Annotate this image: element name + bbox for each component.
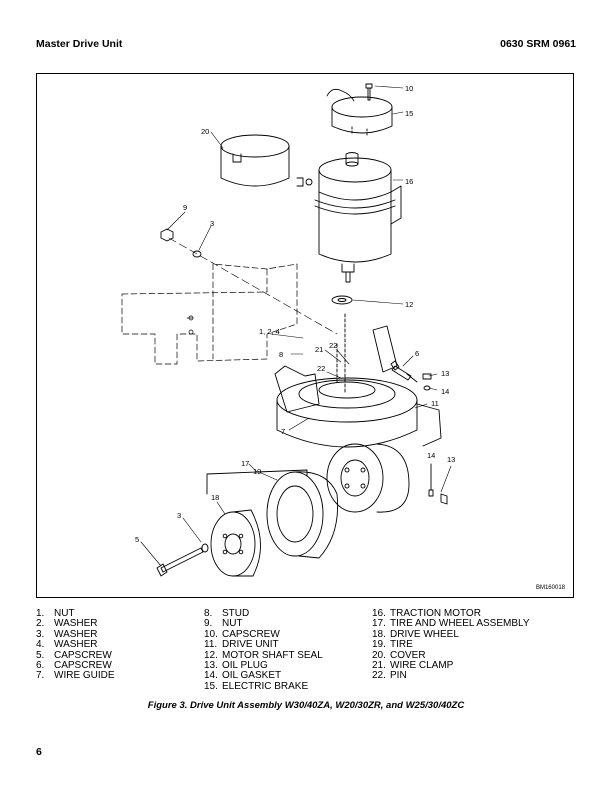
callout-label: 15 bbox=[405, 109, 413, 118]
legend-item: 10.CAPSCREW bbox=[204, 628, 280, 640]
oil-gasket-part bbox=[428, 463, 448, 505]
tire-part bbox=[266, 471, 339, 559]
legend-column-3: 16.TRACTION MOTOR 17.TIRE AND WHEEL ASSE… bbox=[372, 608, 530, 682]
electric-brake-part bbox=[326, 88, 393, 138]
legend-item: 20.COVER bbox=[372, 649, 426, 661]
mounting-bracket-part bbox=[121, 263, 298, 365]
callout-label: 19 bbox=[253, 467, 261, 476]
legend-item: 8.STUD bbox=[204, 608, 250, 619]
callout-label: 18 bbox=[211, 493, 219, 502]
callout-label: 20 bbox=[201, 127, 209, 136]
legend-item: 12.MOTOR SHAFT SEAL bbox=[204, 649, 323, 661]
legend-item: 11.DRIVE UNIT bbox=[204, 639, 279, 651]
callout-label: 22 bbox=[329, 341, 337, 350]
callout-label: 3 bbox=[210, 219, 214, 228]
legend-item: 6.CAPSCREW bbox=[36, 660, 112, 672]
page-number: 6 bbox=[36, 746, 42, 758]
legend-item: 15.ELECTRIC BRAKE bbox=[204, 680, 309, 692]
callout-label: 11 bbox=[431, 399, 439, 408]
motor-shaft-seal-part bbox=[331, 295, 353, 305]
hub-part bbox=[326, 443, 410, 513]
exploded-assembly-drawing: 10 15 20 16 9 3 12 1, 2, 4 8 21 22 6 13 … bbox=[121, 83, 455, 577]
callout-label: 1, 2, 4 bbox=[259, 327, 280, 336]
legend-column-1: 1.NUT 2.WASHER 3.WASHER 4.WASHER 5.CAPSC… bbox=[36, 608, 115, 682]
drive-wheel-part bbox=[210, 509, 261, 577]
callout-leaders bbox=[140, 85, 452, 567]
legend-item: 9.NUT bbox=[204, 618, 243, 630]
legend-item: 5.CAPSCREW bbox=[36, 649, 112, 661]
capscrew-wheel-part bbox=[156, 543, 209, 577]
capscrew-side-part bbox=[390, 360, 412, 381]
drive-unit-part bbox=[274, 313, 442, 448]
legend-item: 2.WASHER bbox=[36, 618, 98, 630]
callout-label: 7 bbox=[281, 427, 285, 436]
running-header-doc-number: 0630 SRM 0961 bbox=[500, 38, 576, 50]
legend-item: 19.TIRE bbox=[372, 639, 413, 651]
traction-motor-part bbox=[305, 152, 402, 283]
legend-item: 17.TIRE AND WHEEL ASSEMBLY bbox=[372, 618, 530, 630]
callout-label: 3 bbox=[177, 511, 181, 520]
callout-label: 9 bbox=[183, 203, 187, 212]
callout-label: 21 bbox=[315, 345, 323, 354]
callout-label: 13 bbox=[447, 455, 455, 464]
callout-label: 14 bbox=[441, 387, 449, 396]
callout-label: 5 bbox=[135, 535, 139, 544]
legend-item: 16.TRACTION MOTOR bbox=[372, 608, 481, 619]
legend-item: 22.PIN bbox=[372, 670, 407, 682]
legend-item: 18.DRIVE WHEEL bbox=[372, 628, 459, 640]
legend-item: 1.NUT bbox=[36, 608, 75, 619]
legend-item: 13.OIL PLUG bbox=[204, 660, 268, 672]
callout-label: 13 bbox=[441, 369, 449, 378]
oil-plug-part bbox=[422, 373, 432, 391]
nut-washer-part bbox=[160, 228, 338, 335]
callout-label: 10 bbox=[405, 84, 413, 93]
callout-label: 22 bbox=[317, 364, 325, 373]
figure-frame: 10 15 20 16 9 3 12 1, 2, 4 8 21 22 6 13 … bbox=[36, 73, 574, 598]
callout-label: 17 bbox=[241, 459, 249, 468]
callout-label: 8 bbox=[279, 350, 283, 359]
legend-column-2: 8.STUD 9.NUT 10.CAPSCREW 11.DRIVE UNIT 1… bbox=[204, 608, 323, 692]
legend-item: 7.WIRE GUIDE bbox=[36, 670, 115, 682]
callout-label: 12 bbox=[405, 300, 413, 309]
cover-part bbox=[220, 134, 304, 187]
callout-label: 6 bbox=[415, 349, 419, 358]
legend-item: 3.WASHER bbox=[36, 628, 98, 640]
legend-item: 21.WIRE CLAMP bbox=[372, 660, 454, 672]
legend-item: 14.OIL GASKET bbox=[204, 670, 282, 682]
callout-label: 16 bbox=[405, 177, 413, 186]
callout-labels: 10 15 20 16 9 3 12 1, 2, 4 8 21 22 6 13 … bbox=[135, 84, 455, 544]
capscrew-top-part bbox=[365, 83, 373, 101]
figure-caption: Figure 3. Drive Unit Assembly W30/40ZA, … bbox=[147, 700, 465, 711]
callout-label: 14 bbox=[427, 451, 435, 460]
figure-id: BM160018 bbox=[535, 585, 565, 591]
running-header-title: Master Drive Unit bbox=[36, 38, 123, 50]
legend-item: 4.WASHER bbox=[36, 639, 98, 651]
